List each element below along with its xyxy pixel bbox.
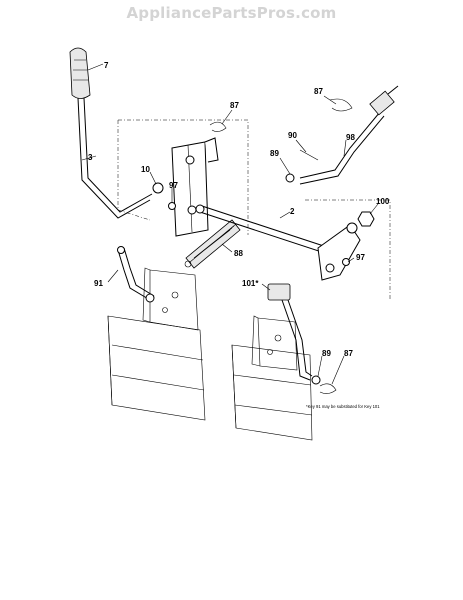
frame-outline: [117, 119, 391, 300]
lift-shaft: [195, 204, 343, 259]
lift-lever: [77, 97, 153, 219]
pin-90: [299, 149, 319, 161]
pivot-bracket: [171, 137, 219, 237]
callout-89-top: 89: [270, 149, 279, 158]
callout-7: 7: [104, 61, 109, 70]
lower-lift-rod: [267, 283, 313, 381]
bushing-10: [152, 182, 164, 194]
callout-97-right: 97: [356, 253, 365, 262]
callout-10: 10: [141, 165, 150, 174]
assist-spring: [184, 219, 241, 269]
clip-87-top: [209, 121, 227, 132]
washer-89b: [311, 375, 321, 385]
callout-97-left: 97: [169, 181, 178, 190]
callout-101: 101*: [242, 279, 259, 288]
washer-89: [285, 173, 295, 183]
clip-87-low: [319, 383, 337, 394]
callout-2: 2: [290, 207, 295, 216]
lower-link-left: [117, 246, 155, 303]
watermark: AppliancePartsPros.com: [126, 4, 337, 22]
bolt-97a: [168, 202, 176, 210]
callout-90: 90: [288, 131, 297, 140]
callout-numbers: 7 3 87 87 90 98 89 10 97 2 100 88 97 91 …: [88, 61, 390, 358]
callout-87-low: 87: [344, 349, 353, 358]
callout-89-low: 89: [322, 349, 331, 358]
callout-3: 3: [88, 153, 93, 162]
bolt-97b: [342, 258, 350, 266]
callout-91: 91: [94, 279, 103, 288]
right-pivot-arm: [317, 211, 375, 281]
leader-lines: [81, 63, 379, 385]
adjustment-rod: [299, 85, 399, 185]
footnote: *Key 91 may be substituted for Key 101: [306, 404, 380, 409]
callout-100: 100: [376, 197, 390, 206]
callout-98: 98: [346, 133, 355, 142]
lift-handle: [69, 47, 91, 99]
callout-88: 88: [234, 249, 243, 258]
lower-deck-right: [231, 315, 313, 441]
clip-87-rod: [329, 98, 353, 112]
callout-87-rod: 87: [314, 87, 323, 96]
lower-deck-left: [107, 267, 206, 421]
hardware: [152, 98, 353, 394]
callout-87-top: 87: [230, 101, 239, 110]
